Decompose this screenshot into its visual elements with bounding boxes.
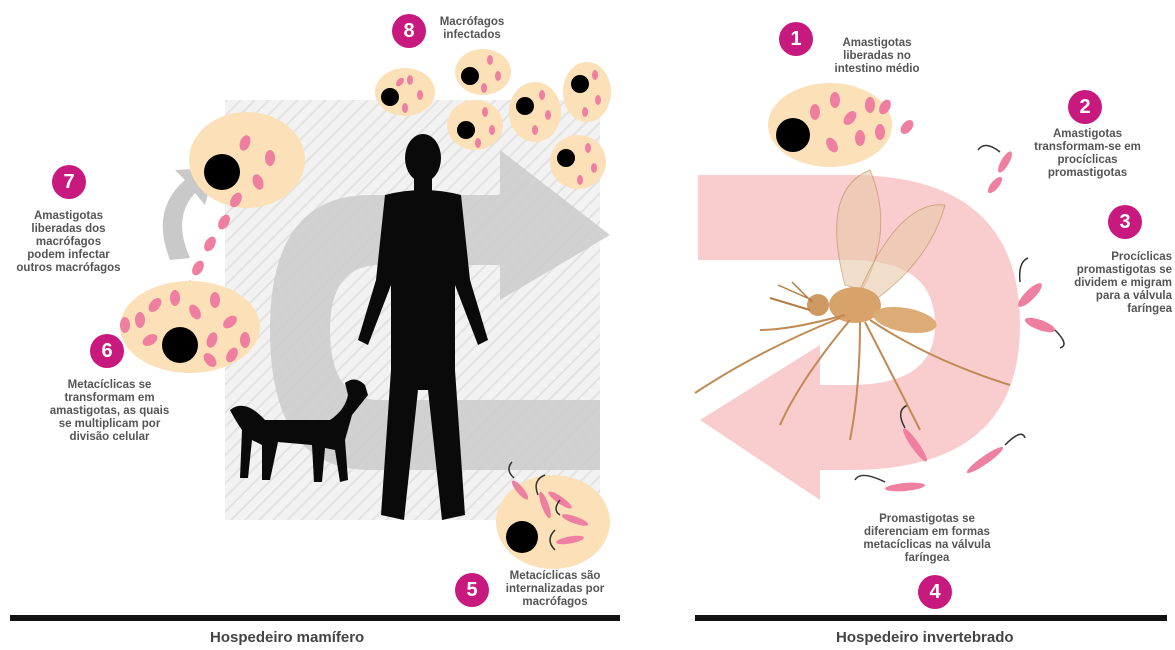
step-7-badge: 7	[52, 165, 86, 199]
step-4-text: Promastigotas se diferenciam em formas m…	[852, 513, 1002, 565]
step-2-badge: 2	[1068, 90, 1102, 124]
step-4-badge: 4	[918, 575, 952, 609]
step-8-text: Macrófagos infectados	[432, 16, 512, 42]
macrophage-multiplying	[120, 281, 260, 373]
step-5-text: Metacíclicas são internalizadas por macr…	[495, 570, 615, 609]
step-6-badge: 6	[90, 334, 124, 368]
step-3-text: Procíclicas promastigotas se dividem e m…	[1062, 251, 1172, 316]
mammal-divider	[10, 615, 620, 621]
step-2-text: Amastigotas transformam-se em procíclica…	[1030, 128, 1145, 180]
procyclic-promastigotes	[978, 145, 1014, 195]
step-1-text: Amastigotas liberadas no intestino médio	[818, 37, 936, 76]
midgut-macrophage	[768, 83, 916, 167]
invertebrate-divider	[695, 615, 1167, 621]
step-3-badge: 3	[1108, 205, 1142, 239]
invertebrate-host-label: Hospedeiro invertebrado	[836, 629, 1014, 646]
step-1-badge: 1	[779, 22, 813, 56]
dividing-promastigotes	[1015, 258, 1064, 348]
mammal-host-label: Hospedeiro mamífero	[210, 629, 364, 646]
step-5-badge: 5	[455, 573, 489, 607]
step-7-text: Amastigotas liberadas dos macrófagos pod…	[16, 210, 121, 275]
step-6-text: Metacíclicas se transformam em amastigot…	[42, 379, 177, 444]
step-8-badge: 8	[392, 14, 426, 48]
